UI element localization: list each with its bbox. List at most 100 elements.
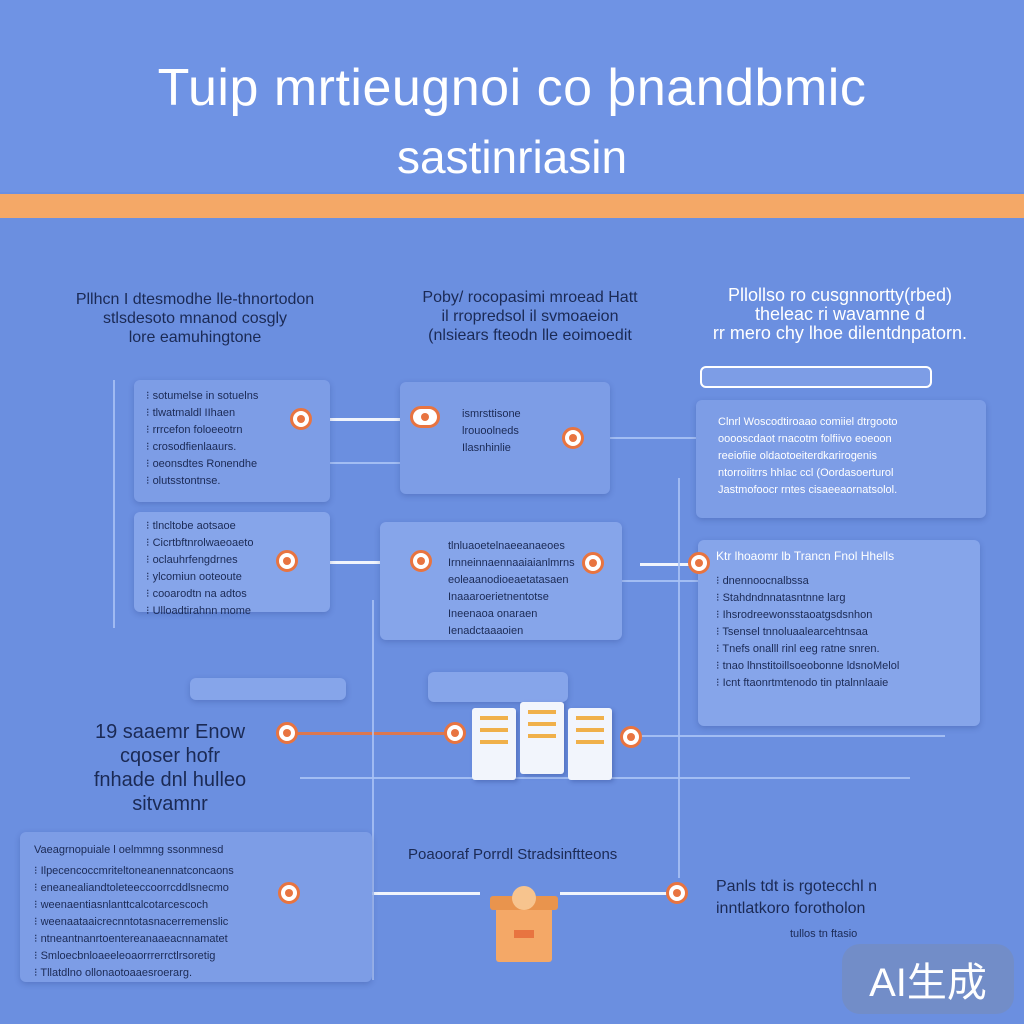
column-heading-left-line: stlsdesoto mnanod cosgly bbox=[102, 310, 288, 327]
connector-line bbox=[600, 580, 700, 582]
panel-line: Clnrl Woscodtiroaao comiiel dtrgooto bbox=[718, 416, 898, 428]
panel-center-tab bbox=[428, 672, 568, 702]
panel-line: ntorroiitrrs hhlac ccl (Oordasoerturol bbox=[718, 467, 894, 479]
list-item: tlncltobe aotsaoe bbox=[146, 518, 318, 535]
list-item: Tnefs onalll rinl eeg ratne snren. bbox=[716, 641, 962, 658]
bottom-right-text-line: inntlatkoro forotholon bbox=[716, 900, 866, 917]
list-item: crosodfienlaaurs. bbox=[146, 439, 318, 456]
column-heading-right: Pllollso ro cusgnnortty(rbed) theleac ri… bbox=[690, 286, 990, 343]
column-heading-center-line: Poby/ rocopasimi mroead Hatt bbox=[422, 289, 638, 306]
page-title: Tuip mrtieugnoi co þnandbmic bbox=[157, 59, 867, 117]
column-heading-left-line: Pllhcn I dtesmodhe lle-thnortodon bbox=[75, 291, 315, 308]
panel-right-mid: Ktr lhoaomr lb Trancn Fnol Hhells dnenno… bbox=[698, 540, 980, 726]
bottom-right-text: Panls tdt is rgotecchl n inntlatkoro for… bbox=[716, 876, 877, 920]
ai-generated-badge: AI生成 bbox=[842, 944, 1014, 1014]
node-marker[interactable] bbox=[278, 882, 300, 904]
panel-line: Inaaaroerietnentotse bbox=[448, 591, 549, 603]
column-heading-center: Poby/ rocopasimi mroead Hatt il rropreds… bbox=[380, 288, 680, 345]
list-item: rrrcefon foloeeotrn bbox=[146, 422, 318, 439]
panel-right-top: Clnrl Woscodtiroaao comiiel dtrgooto ooo… bbox=[696, 400, 986, 518]
package-icon bbox=[490, 886, 558, 962]
list-item: ntneantnanrtoentereanaaeacnnamatet bbox=[34, 931, 358, 948]
column-heading-right-line: theleac ri wavamne d bbox=[754, 304, 926, 324]
header: Tuip mrtieugnoi co þnandbmic sastinriasi… bbox=[0, 0, 1024, 192]
server-icon bbox=[520, 702, 564, 774]
panel-line: Irnneinnaennaaiaianlmrns bbox=[448, 557, 575, 569]
node-marker[interactable] bbox=[562, 427, 584, 449]
list-item: weenaentiasnlanttcalcotarcescoch bbox=[34, 897, 358, 914]
right-vertical-rail bbox=[678, 478, 680, 878]
panel-title: Vaeagrnopuiale l oelmmng ssonmnesd bbox=[34, 844, 224, 856]
list-item: oclauhrfengdrnes bbox=[146, 552, 318, 569]
list-item: Ilpecencoccmriteltoneanennatconcaons bbox=[34, 863, 358, 880]
node-marker[interactable] bbox=[666, 882, 688, 904]
list-item: tlwatmaldl IIhaen bbox=[146, 405, 318, 422]
column-heading-right-line: rr mero chy lhoe dilentdnpatorn. bbox=[712, 323, 968, 343]
list-item: dnennoocnalbssa bbox=[716, 573, 962, 590]
connector-line bbox=[640, 563, 700, 566]
list-item: Stahdndnnatasntnne larg bbox=[716, 590, 962, 607]
panel-left-top: sotumelse in sotuelns tlwatmaldl IIhaen … bbox=[134, 380, 330, 502]
list-item: Cicrtbftnrolwaeoaeto bbox=[146, 535, 318, 552]
list-item: sotumelse in sotuelns bbox=[146, 388, 318, 405]
panel-line: Ineenaoa onaraen bbox=[448, 608, 538, 620]
list-item: eneanealiandtoleteeccoorrcddlsnecmo bbox=[34, 880, 358, 897]
side-label: 19 saaemr Enow cqoser hofr fnhade dnl hu… bbox=[80, 720, 260, 816]
list-item: Ihsrodreewonsstaoatgsdsnhon bbox=[716, 607, 962, 624]
column-heading-left: Pllhcn I dtesmodhe lle-thnortodon stlsde… bbox=[40, 290, 350, 347]
panel-center-mid: tlnluaoetelnaeeanaeoes Irnneinnaennaaiai… bbox=[380, 522, 622, 640]
list-item: Smloecbnloaeeleoaorrrerrctlrsoretig bbox=[34, 948, 358, 965]
panel-bottom-left: Vaeagrnopuiale l oelmmng ssonmnesd Ilpec… bbox=[20, 832, 372, 982]
side-label-line: 19 saaemr Enow bbox=[94, 721, 246, 743]
list-item: cooarodtn na adtos bbox=[146, 586, 318, 603]
connector-line bbox=[300, 892, 480, 895]
connector-line bbox=[590, 437, 700, 439]
connector-line bbox=[640, 735, 945, 737]
panel-line: eoleaanodioeaetatasaen bbox=[448, 574, 569, 586]
list-item: Icnt ftaonrtmtenodo tin ptalnnlaaie bbox=[716, 675, 962, 692]
panel-line: lrouoolneds bbox=[462, 425, 519, 437]
node-marker[interactable] bbox=[410, 550, 432, 572]
accent-divider bbox=[0, 194, 1024, 218]
node-marker[interactable] bbox=[290, 408, 312, 430]
connector-line bbox=[304, 418, 422, 421]
list-item: oeonsdtes Ronendhe bbox=[146, 456, 318, 473]
panel-line: reeiofiie oldaotoeiterdkarirogenis bbox=[718, 450, 877, 462]
panel-line: ooooscdaot rnacotm folfiivo eoeoon bbox=[718, 433, 892, 445]
left-vertical-rail bbox=[113, 380, 115, 628]
panel-title: Ktr lhoaomr lb Trancn Fnol Hhells bbox=[716, 549, 895, 563]
panel-line: Ilasnhinlie bbox=[462, 442, 511, 454]
column-heading-center-line: il rropredsol il svmoaeion bbox=[441, 308, 619, 325]
side-label-line: fnhade dnl hulleo bbox=[93, 769, 247, 791]
server-icon bbox=[472, 708, 516, 780]
node-marker[interactable] bbox=[582, 552, 604, 574]
list-item: Tllatdlno ollonaotoaaesroerarg. bbox=[34, 965, 358, 982]
node-marker[interactable] bbox=[276, 722, 298, 744]
bottom-right-note: tullos tn ftasio bbox=[790, 928, 858, 940]
search-input[interactable] bbox=[700, 366, 932, 388]
node-marker[interactable] bbox=[688, 552, 710, 574]
panel-left-tab bbox=[190, 678, 346, 700]
server-icon bbox=[568, 708, 612, 780]
page-subtitle: sastinriasin bbox=[396, 131, 628, 183]
list-item: tnao lhnstitoillsoeobonne ldsnoMelol bbox=[716, 658, 962, 675]
connector-line-orange bbox=[294, 732, 454, 735]
connector-line bbox=[330, 462, 400, 464]
node-marker[interactable] bbox=[444, 722, 466, 744]
list-item: olutsstontnse. bbox=[146, 473, 318, 490]
bottom-right-text-line: Panls tdt is rgotecchl n bbox=[716, 878, 877, 895]
node-marker[interactable] bbox=[410, 406, 440, 428]
side-label-line: cqoser hofr bbox=[119, 745, 221, 767]
node-marker[interactable] bbox=[276, 550, 298, 572]
panel-left-mid: tlncltobe aotsaoe Cicrtbftnrolwaeoaeto o… bbox=[134, 512, 330, 617]
list-item: Ulloadtirahnn mome bbox=[146, 603, 318, 620]
center-vertical-rail bbox=[372, 600, 374, 980]
bottom-center-title: Poaooraf Porrdl Stradsinftteons bbox=[408, 846, 618, 863]
panel-line: Ienadctaaaoien bbox=[448, 625, 524, 637]
panel-line: ismrsttisone bbox=[462, 408, 521, 420]
panel-line: tlnluaoetelnaeeanaeoes bbox=[448, 540, 565, 552]
node-marker[interactable] bbox=[620, 726, 642, 748]
list-item: weenaataaicrecnntotasnacerremenslic bbox=[34, 914, 358, 931]
column-heading-left-line: lore eamuhingtone bbox=[128, 329, 262, 346]
list-item: Tsensel tnnoluaalearcehtnsaa bbox=[716, 624, 962, 641]
